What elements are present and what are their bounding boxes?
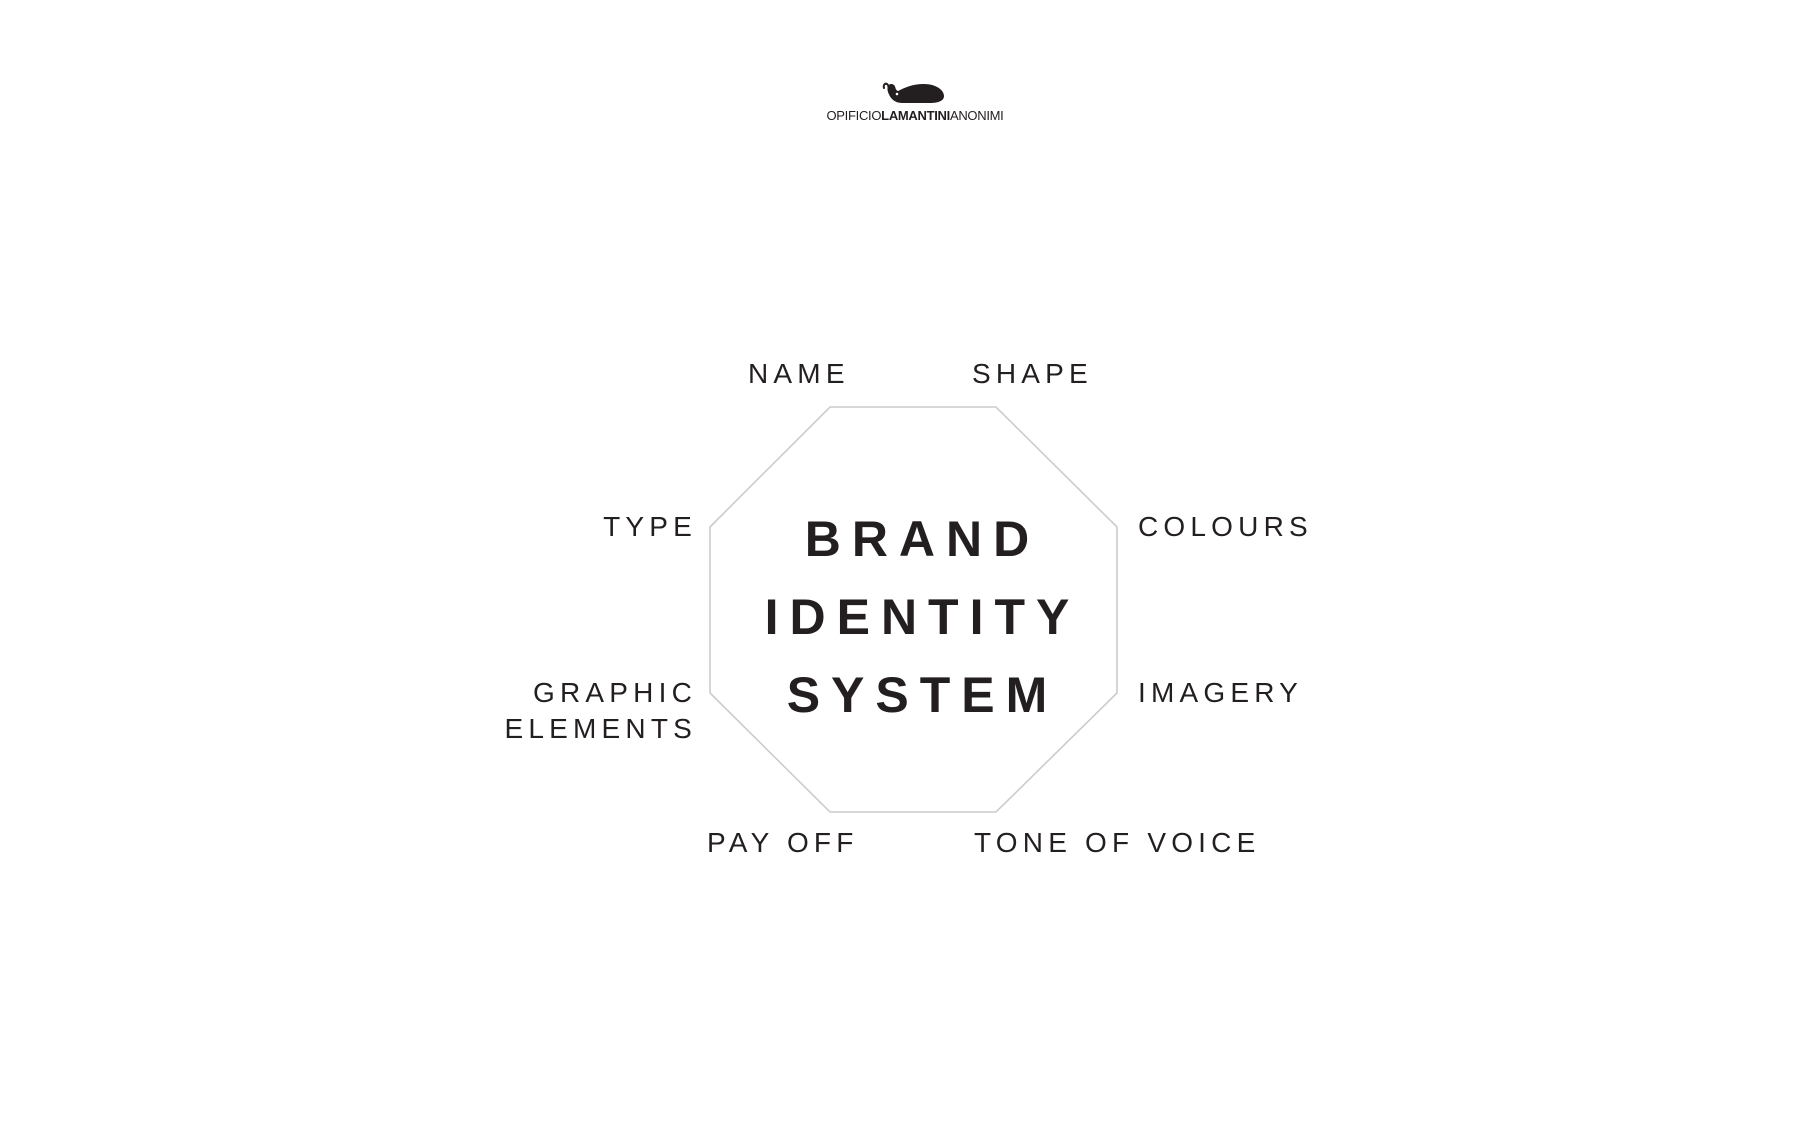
label-type: TYPE bbox=[603, 511, 697, 542]
label-graphic-elements: GRAPHIC ELEMENTS bbox=[480, 675, 697, 747]
label-pay-off: PAY OFF bbox=[707, 827, 859, 858]
label-graphic-elements-line2: ELEMENTS bbox=[504, 713, 697, 744]
logo-word-opificio: OPIFICIO bbox=[826, 108, 882, 123]
logo-word-lamantini: LAMANTINI bbox=[881, 108, 950, 123]
label-imagery: IMAGERY bbox=[1138, 677, 1304, 708]
center-title: BRAND IDENTITY SYSTEM bbox=[712, 500, 1122, 734]
label-colours: COLOURS bbox=[1138, 511, 1313, 542]
center-title-line2: IDENTITY bbox=[764, 589, 1081, 645]
logo-wordmark: OPIFICIOLAMANTINIANONIMI bbox=[810, 108, 1020, 124]
manatee-icon bbox=[882, 82, 944, 103]
logo-word-anonimi: ANONIMI bbox=[949, 108, 1004, 123]
label-name: NAME bbox=[748, 358, 850, 389]
logo: OPIFICIOLAMANTINIANONIMI bbox=[810, 76, 1020, 126]
label-shape: SHAPE bbox=[972, 358, 1093, 389]
label-tone-of-voice: TONE OF VOICE bbox=[974, 827, 1261, 858]
label-graphic-elements-line1: GRAPHIC bbox=[533, 677, 697, 708]
center-title-line3: SYSTEM bbox=[786, 667, 1059, 723]
center-title-line1: BRAND bbox=[804, 511, 1041, 567]
